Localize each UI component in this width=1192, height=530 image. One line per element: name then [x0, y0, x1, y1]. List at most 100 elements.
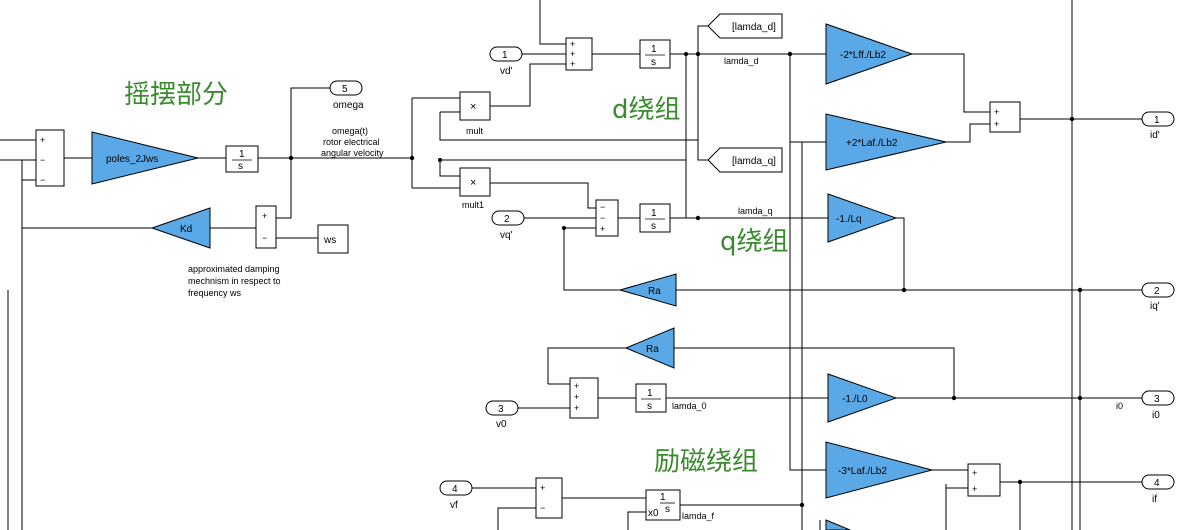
outport-id[interactable]: 1 id': [1141, 111, 1175, 141]
svg-text:−: −: [40, 155, 45, 165]
outport-iq[interactable]: 2 iq': [1141, 282, 1175, 312]
outport-omega[interactable]: 5 omega: [329, 80, 364, 111]
swing-sum-block[interactable]: + − −: [35, 129, 65, 187]
svg-text:+: +: [574, 392, 579, 402]
svg-text:+: +: [972, 468, 977, 478]
constant-ws[interactable]: ws: [317, 224, 349, 254]
svg-text:s: s: [651, 57, 656, 68]
svg-text:2: 2: [504, 214, 510, 225]
svg-text:1: 1: [651, 208, 657, 219]
svg-text:poles_2Jws: poles_2Jws: [106, 154, 158, 165]
svg-text:−: −: [600, 202, 605, 212]
svg-text:+: +: [570, 49, 575, 59]
svg-text:1: 1: [651, 44, 657, 55]
svg-text:vq': vq': [500, 230, 513, 241]
svg-text:Ra: Ra: [648, 286, 661, 297]
gain-partial-bottom[interactable]: [825, 519, 851, 530]
svg-text:+: +: [574, 381, 579, 391]
signal-i0: i0: [1116, 401, 1123, 411]
svg-text:1: 1: [1154, 115, 1160, 126]
gain-laf3[interactable]: -3*Laf./Lb2: [825, 441, 934, 499]
svg-text:+: +: [570, 59, 575, 69]
mult-block[interactable]: × mult: [459, 91, 491, 136]
svg-text:-1./L0: -1./L0: [842, 394, 868, 405]
svg-text:-3*Laf./Lb2: -3*Laf./Lb2: [838, 466, 887, 477]
svg-text:-2*Lff./Lb2: -2*Lff./Lb2: [840, 50, 886, 61]
mult1-block[interactable]: × mult1: [459, 167, 491, 210]
svg-text:s: s: [647, 401, 652, 412]
svg-text:approximated damping: approximated damping: [188, 264, 280, 274]
svg-text:2: 2: [1154, 286, 1160, 297]
svg-text:omega: omega: [333, 100, 364, 111]
gain-lq[interactable]: -1./Lq: [827, 193, 898, 243]
annotation-field-winding: 励磁绕组: [654, 447, 758, 477]
gain-lff[interactable]: -2*Lff./Lb2: [825, 23, 914, 85]
svg-text:−: −: [40, 175, 45, 185]
field-sum-block[interactable]: + −: [535, 477, 563, 519]
signal-lamda-0: lamda_0: [672, 401, 707, 411]
svg-text:1: 1: [502, 50, 508, 61]
goto-lamda-q[interactable]: [lamda_q]: [707, 147, 783, 173]
junction-dots: [288, 51, 1083, 508]
gain-poles[interactable]: poles_2Jws: [91, 131, 199, 185]
svg-text:3: 3: [498, 404, 504, 415]
svg-text:+: +: [994, 119, 999, 129]
svg-text:mechnism in respect to: mechnism in respect to: [188, 276, 281, 286]
svg-text:if: if: [1152, 494, 1157, 505]
svg-text:rotor electrical: rotor electrical: [323, 137, 380, 147]
gain-kd[interactable]: Kd: [150, 207, 211, 249]
svg-text:+: +: [574, 403, 579, 413]
integrator-lamda-f[interactable]: 1 s x0: [645, 489, 681, 521]
svg-text:i0: i0: [1152, 410, 1160, 421]
outport-if[interactable]: 4 if: [1141, 474, 1175, 505]
inport-vq[interactable]: 2 vq': [491, 210, 525, 241]
svg-text:5: 5: [342, 84, 348, 95]
svg-text:mult1: mult1: [462, 200, 484, 210]
omega-signal-label: omega(t) rotor electrical angular veloci…: [321, 126, 384, 158]
integrator-lamda-0[interactable]: 1 s: [635, 383, 667, 413]
annotation-d-winding: d绕组: [612, 95, 681, 125]
svg-text:s: s: [651, 221, 656, 232]
svg-text:-1./Lq: -1./Lq: [836, 214, 862, 225]
svg-text:Kd: Kd: [180, 224, 192, 235]
gain-ra-0[interactable]: Ra: [624, 327, 675, 369]
inport-vf[interactable]: 4 vf: [439, 480, 473, 511]
d-sum-block[interactable]: + + +: [565, 37, 593, 71]
d-output-sum[interactable]: + +: [989, 101, 1021, 133]
integrator-lamda-d[interactable]: 1 s: [639, 39, 671, 69]
signal-wires: [0, 0, 1142, 530]
svg-text:+: +: [540, 483, 545, 493]
svg-text:vf: vf: [450, 500, 458, 511]
svg-text:×: ×: [470, 177, 476, 189]
svg-text:+: +: [600, 224, 605, 234]
zero-sum-block[interactable]: + + +: [569, 377, 599, 419]
svg-text:+: +: [262, 211, 267, 221]
integrator-lamda-q[interactable]: 1 s: [639, 203, 671, 233]
svg-text:−: −: [262, 233, 267, 243]
field-output-sum[interactable]: + +: [967, 463, 1001, 497]
svg-text:angular velocity: angular velocity: [321, 148, 384, 158]
q-sum-block[interactable]: − − +: [595, 199, 619, 237]
svg-text:frequency ws: frequency ws: [188, 288, 242, 298]
signal-lamda-q: lamda_q: [738, 206, 773, 216]
svg-text:1: 1: [647, 388, 653, 399]
outport-i0[interactable]: 3 i0: [1141, 390, 1175, 421]
integrator-omega[interactable]: 1 s: [225, 145, 259, 173]
inport-v0[interactable]: 3 v0: [485, 400, 519, 430]
annotation-swing: 摇摆部分: [124, 80, 228, 110]
signal-lamda-d: lamda_d: [724, 56, 759, 66]
gain-laf[interactable]: +2*Laf./Lb2: [825, 113, 947, 171]
svg-text:id': id': [1150, 130, 1160, 141]
inport-vd[interactable]: 1 vd': [489, 46, 523, 77]
goto-lamda-d[interactable]: [lamda_d]: [707, 13, 783, 39]
signal-lamda-f: lamda_f: [682, 511, 715, 521]
svg-text:iq': iq': [1150, 301, 1160, 312]
damping-sum-block[interactable]: + −: [255, 205, 277, 249]
gain-l0[interactable]: -1./L0: [827, 373, 898, 423]
svg-text:1: 1: [660, 492, 666, 503]
gain-ra-q[interactable]: Ra: [618, 273, 677, 307]
svg-text:[lamda_q]: [lamda_q]: [732, 156, 776, 167]
svg-text:4: 4: [452, 484, 458, 495]
svg-text:−: −: [540, 503, 545, 513]
svg-text:x0: x0: [648, 508, 659, 519]
